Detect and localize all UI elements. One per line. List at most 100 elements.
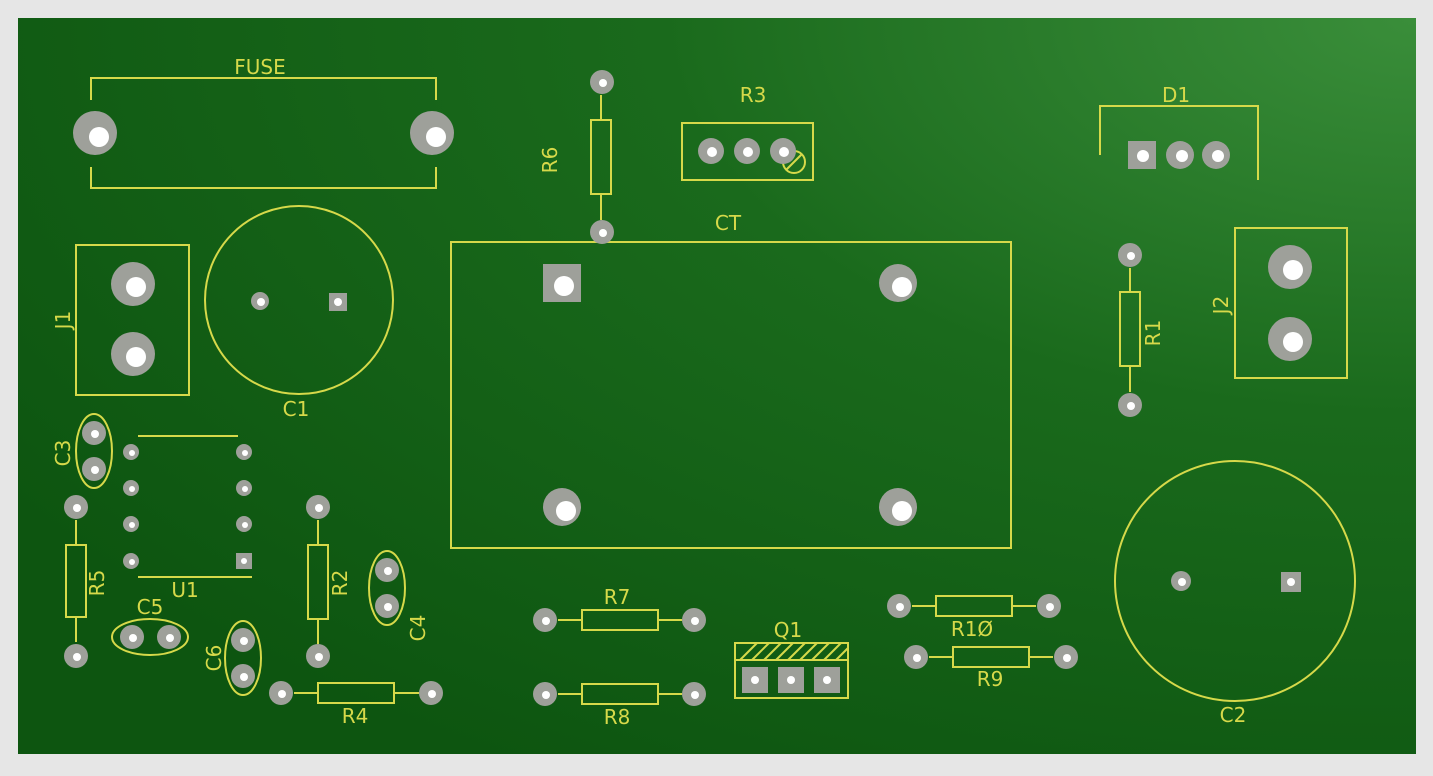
c3-pad [82,421,106,445]
labels-layer: FUSE R6 R3 CT D1 J1 C1 R1 J2 C3 U1 R5 C5… [51,55,1246,729]
r9-pad [1054,645,1078,669]
ct-outline [450,241,1012,549]
r5-pad [64,495,88,519]
r8-pad [533,682,557,706]
r7-pad [682,608,706,632]
c6-label: C6 [202,645,226,672]
r2-label: R2 [328,570,352,597]
j2-label: J2 [1209,296,1233,317]
q1-pad [778,667,804,693]
c2-outline [1114,460,1356,702]
r3-pad [734,138,760,164]
ct-pad [543,488,581,526]
r5-pad [64,644,88,668]
j2-pad [1268,317,1312,361]
r3-pad [698,138,724,164]
ct-pad [879,488,917,526]
c5-pad [157,625,181,649]
r3-outline [681,122,814,181]
c1-label: C1 [283,397,310,421]
r7-label: R7 [604,585,631,609]
j1-outline [75,244,190,396]
c4-pad [375,594,399,618]
j1-pad [111,332,155,376]
r10-pad [1037,594,1061,618]
r8-label: R8 [604,705,631,729]
u1-pad [123,480,139,496]
q1-outline [734,642,849,699]
r1-label: R1 [1141,320,1165,347]
u1-pad [123,553,139,569]
d1-pad [1128,141,1156,169]
r9-label: R9 [977,667,1004,691]
r6-label: R6 [538,147,562,174]
c6-pad [231,664,255,688]
c1-pad [251,292,269,310]
j1-label: J1 [51,311,75,332]
r1-pad [1118,243,1142,267]
d1-label: D1 [1162,83,1190,107]
r9-pad [904,645,928,669]
r3-label: R3 [740,83,767,107]
d1-outline [1099,105,1259,180]
ct-pad [543,264,581,302]
c6-outline [224,620,262,696]
r6-pad [590,220,614,244]
fuse-pad [73,111,117,155]
u1-pad [236,444,252,460]
c4-pad [375,558,399,582]
c1-pad [329,293,347,311]
c5-label: C5 [137,595,164,619]
ct-pad [879,264,917,302]
c6-pad [231,628,255,652]
u1-pad [236,480,252,496]
r1-pad [1118,393,1142,417]
u1-pad [236,553,252,569]
ct-label: CT [715,211,742,235]
c2-label: C2 [1220,703,1247,727]
d1-pad [1202,141,1230,169]
c4-label: C4 [406,615,430,642]
c2-pad [1281,572,1301,592]
fuse-label: FUSE [234,55,285,79]
u1-label: U1 [171,578,198,602]
r4-pad [269,681,293,705]
silkscreen-layer [65,77,1356,705]
c2-pad [1171,571,1191,591]
r7-pad [533,608,557,632]
u1-pad [236,516,252,532]
q1-pad [742,667,768,693]
c5-pad [120,625,144,649]
q1-hatch [739,642,849,661]
r2-pad [306,495,330,519]
r10-pad [887,594,911,618]
u1-pad [123,516,139,532]
pads-layer [64,70,1312,706]
r5-label: R5 [85,570,109,597]
r2-pad [306,644,330,668]
fuse-outline-top [90,77,437,100]
r3-pad [770,138,796,164]
j2-pad [1268,245,1312,289]
r4-label: R4 [342,704,369,728]
u1-pad [123,444,139,460]
c3-outline [75,413,113,489]
r10-label: R1Ø [951,617,993,641]
j2-outline [1234,227,1348,379]
q1-pad [814,667,840,693]
r6-pad [590,70,614,94]
c3-label: C3 [51,440,75,467]
fuse-outline-bottom [90,167,437,189]
c4-outline [368,550,406,626]
j1-pad [111,262,155,306]
r8-pad [682,682,706,706]
c5-outline [111,618,189,656]
r4-pad [419,681,443,705]
d1-pad [1166,141,1194,169]
c1-outline [204,205,394,395]
pcb-substrate [18,18,1416,754]
c3-pad [82,457,106,481]
fuse-pad [410,111,454,155]
